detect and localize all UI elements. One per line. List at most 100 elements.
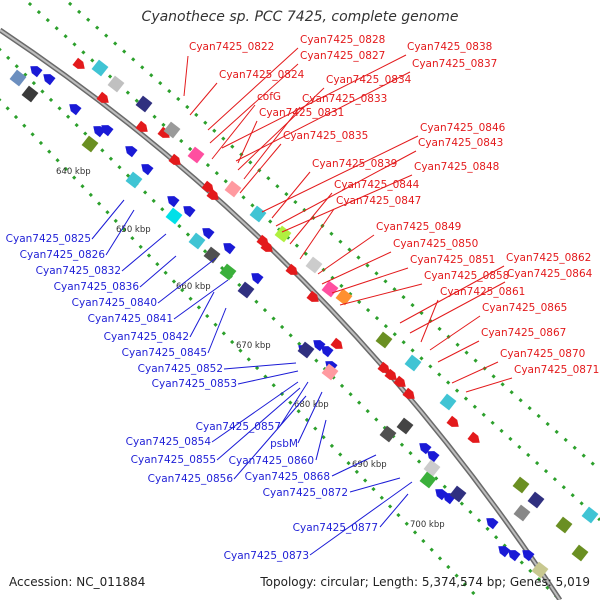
tick-label: 700 kbp — [410, 520, 445, 530]
gene-box — [531, 561, 549, 579]
reverse-gene-arrow — [419, 443, 432, 455]
red-leader-line — [281, 174, 413, 233]
red-gene-label: Cyan7425_0871 — [514, 364, 599, 376]
red-leader-line — [237, 120, 258, 164]
red-gene-label: Cyan7425_0846 — [420, 122, 506, 134]
gene-box — [163, 121, 181, 139]
red-leader-line — [429, 315, 481, 351]
topology-text: Topology: circular; Length: 5,374,574 bp… — [260, 575, 590, 589]
reverse-gene-arrow — [223, 243, 236, 255]
red-gene-label: Cyan7425_0828 — [300, 34, 385, 46]
red-leader-line — [299, 208, 335, 260]
red-leader-line — [437, 340, 480, 363]
blue-gene-label: Cyan7425_0872 — [263, 487, 348, 499]
gene-box — [9, 69, 27, 87]
blue-gene-label: Cyan7425_0845 — [122, 347, 207, 359]
gene-box — [555, 516, 573, 534]
blue-gene-label: Cyan7425_0832 — [36, 265, 121, 277]
backbone-highlight — [0, 29, 561, 600]
reverse-gene-arrow — [202, 228, 215, 240]
red-gene-label: Cyan7425_0870 — [500, 348, 585, 360]
gene-box — [375, 331, 393, 349]
red-gene-label: Cyan7425_0833 — [302, 93, 387, 105]
blue-gene-label: Cyan7425_0853 — [152, 378, 237, 390]
red-gene-label: Cyan7425_0834 — [326, 74, 412, 86]
gene-box — [396, 417, 414, 435]
blue-leader-line — [279, 381, 309, 427]
blue-gene-label: Cyan7425_0873 — [224, 550, 309, 562]
blue-leader-line — [91, 199, 125, 240]
blue-gene-label: Cyan7425_0868 — [245, 471, 330, 483]
red-leader-line — [207, 47, 299, 131]
red-gene-label: Cyan7425_0861 — [440, 286, 525, 298]
blue-leader-line — [189, 291, 215, 338]
forward-gene-arrow — [393, 375, 406, 387]
reverse-gene-arrow — [427, 451, 440, 463]
gene-box — [125, 171, 143, 189]
reverse-gene-arrow — [183, 206, 196, 218]
blue-gene-label: Cyan7425_0826 — [20, 249, 106, 261]
red-gene-label: Cyan7425_0864 — [507, 268, 593, 280]
red-gene-label: Cyan7425_0851 — [410, 254, 495, 266]
gene-box — [237, 281, 255, 299]
red-leader-line — [465, 377, 513, 393]
red-gene-label: Cyan7425_0831 — [259, 107, 344, 119]
forward-gene-arrow — [206, 188, 219, 200]
red-leader-line — [409, 281, 506, 334]
blue-gene-label: Cyan7425_0855 — [131, 454, 216, 466]
red-gene-label: Cyan7425_0865 — [482, 302, 567, 314]
blue-gene-label: Cyan7425_0841 — [88, 313, 173, 325]
forward-gene-arrow — [402, 387, 415, 399]
red-gene-label: cofG — [257, 91, 281, 103]
gene-box — [219, 263, 237, 281]
red-leader-line — [189, 82, 218, 116]
gene-box — [404, 354, 422, 372]
red-leader-line — [331, 267, 409, 294]
reverse-gene-arrow — [321, 346, 334, 358]
forward-gene-arrow — [467, 431, 480, 443]
guide-track-2 — [63, 0, 600, 472]
reverse-gene-arrow — [43, 74, 56, 86]
red-gene-label: Cyan7425_0849 — [376, 221, 461, 233]
gene-box — [512, 476, 530, 494]
blue-gene-label: Cyan7425_0854 — [126, 436, 212, 448]
blue-leader-line — [216, 387, 301, 461]
tick-label: 660 kbp — [176, 282, 211, 292]
reverse-gene-arrow — [141, 164, 154, 176]
tick-label: 640 kbp — [56, 167, 91, 177]
gene-box — [249, 205, 267, 223]
gene-box — [274, 225, 292, 243]
red-leader-line — [399, 265, 505, 324]
red-gene-label: Cyan7425_0839 — [312, 158, 397, 170]
red-leader-line — [239, 143, 282, 194]
blue-gene-label: Cyan7425_0877 — [293, 522, 378, 534]
gene-box — [91, 59, 109, 77]
tick-label: 690 kbp — [352, 460, 387, 470]
red-gene-label: Cyan7425_0850 — [393, 238, 478, 250]
forward-gene-arrow — [377, 361, 390, 373]
reverse-gene-arrow — [522, 550, 535, 562]
red-leader-line — [211, 104, 256, 160]
reverse-gene-arrow — [30, 66, 43, 78]
gene-box — [379, 425, 397, 443]
red-gene-label: Cyan7425_0862 — [506, 252, 591, 264]
accession-text: Accession: NC_011884 — [9, 575, 146, 589]
gene-box — [321, 280, 339, 298]
gene-box — [439, 393, 457, 411]
tick-label: 650 kbp — [116, 225, 151, 235]
forward-gene-arrow — [330, 337, 343, 349]
red-gene-label: Cyan7425_0848 — [414, 161, 499, 173]
blue-gene-label: psbM — [270, 438, 298, 450]
blue-leader-line — [379, 493, 409, 528]
gene-box — [527, 491, 545, 509]
red-gene-label: Cyan7425_0847 — [336, 195, 421, 207]
red-gene-label: Cyan7425_0837 — [412, 58, 497, 70]
gene-box — [423, 459, 441, 477]
blue-leader-line — [157, 257, 217, 304]
blue-leader-line — [349, 477, 401, 493]
genome-backbone — [0, 27, 563, 600]
reverse-gene-arrow — [498, 546, 511, 558]
gene-features — [9, 57, 599, 579]
